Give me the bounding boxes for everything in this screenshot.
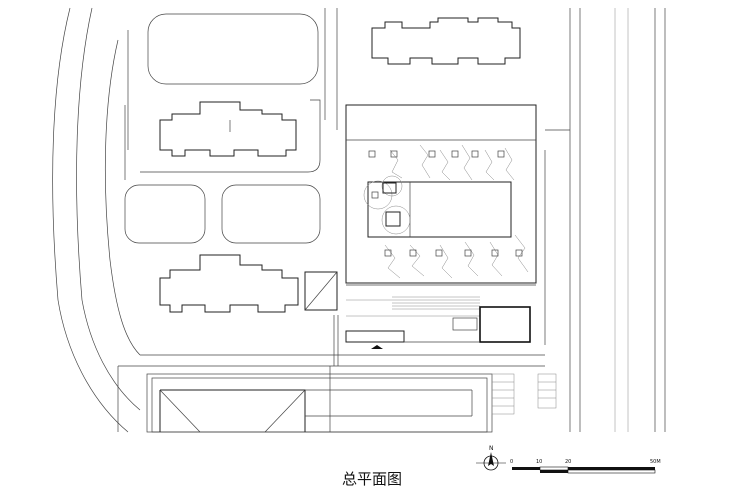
entrance-marker	[371, 345, 383, 349]
large-building-bottom	[146, 373, 557, 433]
residential-building-top	[371, 17, 521, 65]
page-title: 总平面图	[342, 470, 402, 488]
plaza-steps	[329, 284, 536, 432]
scale-label-10: 10	[536, 459, 542, 465]
residential-building-lower	[159, 254, 338, 313]
scale-label-20: 20	[565, 459, 571, 465]
main-site	[345, 104, 537, 284]
north-label: N	[489, 445, 494, 452]
scale-bar: 0 10 20 50M	[510, 459, 661, 474]
scale-label-50: 50M	[650, 459, 661, 465]
road-network	[52, 7, 545, 433]
lawn-blocks	[124, 13, 321, 244]
residential-building-middle	[159, 101, 297, 157]
north-arrow: N	[476, 445, 506, 471]
right-road	[544, 8, 666, 432]
scale-label-0: 0	[510, 459, 513, 465]
